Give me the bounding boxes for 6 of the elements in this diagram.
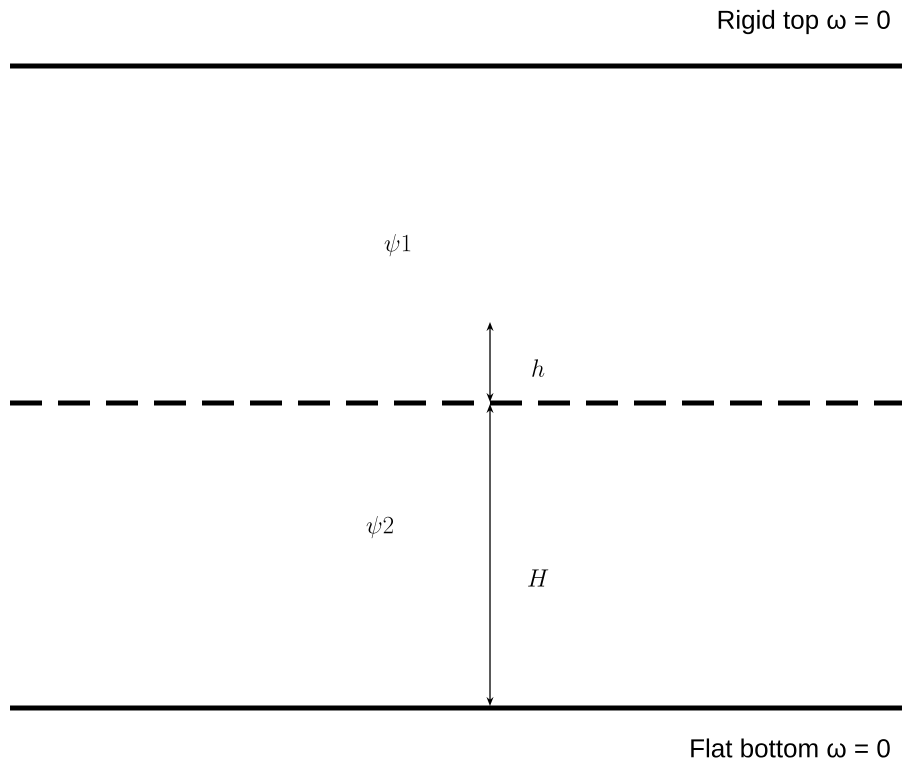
layer-label: $\psi 2$ bbox=[366, 516, 394, 538]
dimension-label: $h$ bbox=[532, 359, 544, 377]
boundary-label: Flat bottom ω = 0 bbox=[691, 738, 890, 758]
layer-label: $\psi 1$ bbox=[384, 234, 410, 256]
dimension-label: $H$ bbox=[528, 570, 548, 586]
boundary-label: Rigid top ω = 0 bbox=[718, 10, 890, 34]
